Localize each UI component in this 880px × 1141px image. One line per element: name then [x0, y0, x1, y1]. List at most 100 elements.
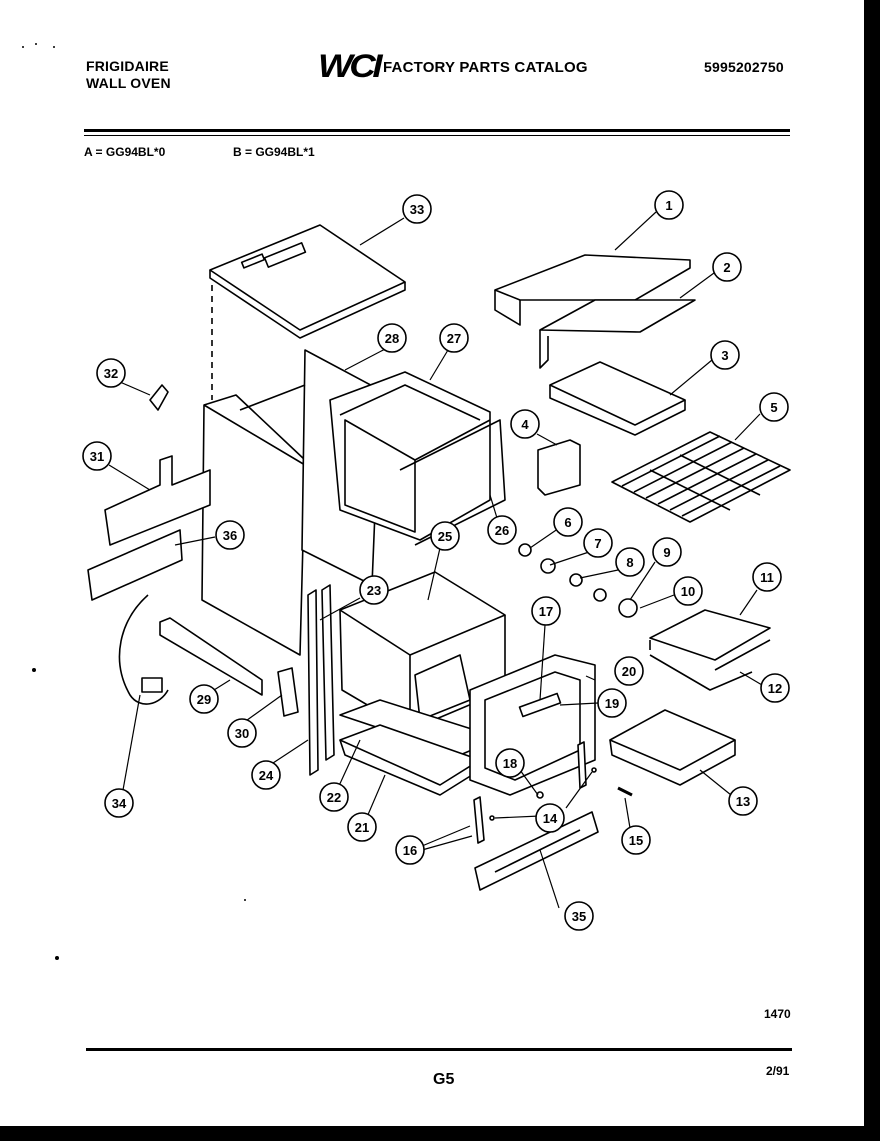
callout-16: 16 — [395, 835, 425, 865]
svg-text:7: 7 — [594, 536, 601, 551]
part-heat-shield — [549, 361, 686, 436]
svg-text:28: 28 — [385, 331, 399, 346]
callout-24: 24 — [251, 760, 281, 790]
scan-specks — [22, 43, 246, 960]
callout-9: 9 — [652, 537, 682, 567]
callout-19: 19 — [597, 688, 627, 718]
svg-text:4: 4 — [521, 417, 529, 432]
svg-text:25: 25 — [438, 529, 452, 544]
part-control-bracket — [87, 529, 183, 601]
svg-text:35: 35 — [572, 909, 586, 924]
svg-text:11: 11 — [760, 570, 774, 585]
revision-date: 2/91 — [766, 1064, 790, 1078]
svg-text:1: 1 — [665, 198, 672, 213]
callout-18: 18 — [495, 748, 525, 778]
drawing-number: 1470 — [764, 1007, 791, 1021]
svg-text:5: 5 — [770, 400, 777, 415]
callout-2: 2 — [712, 252, 742, 282]
product-type: WALL OVEN — [86, 75, 171, 91]
model-b-label: B = GG94BL*1 — [233, 145, 315, 159]
callout-33: 33 — [402, 194, 432, 224]
callout-32: 32 — [96, 358, 126, 388]
svg-text:34: 34 — [112, 796, 127, 811]
part-handle — [518, 692, 562, 718]
part-light-cover — [649, 609, 771, 691]
catalog-title: FACTORY PARTS CATALOG — [383, 59, 588, 76]
svg-text:27: 27 — [447, 331, 461, 346]
part-trim-strips — [307, 584, 335, 776]
brand-block: FRIGIDAIRE WALL OVEN — [86, 58, 171, 92]
svg-text:16: 16 — [403, 843, 417, 858]
part-door-frame — [469, 654, 596, 796]
svg-text:36: 36 — [223, 528, 237, 543]
callout-4: 4 — [510, 409, 540, 439]
svg-text:10: 10 — [681, 584, 695, 599]
callout-36: 36 — [215, 520, 245, 550]
svg-text:33: 33 — [410, 202, 424, 217]
catalog-part-number: 5995202750 — [704, 59, 784, 75]
part-oven-rack — [611, 431, 791, 523]
wci-logo: WCI — [318, 48, 383, 84]
callout-25: 25 — [430, 521, 460, 551]
part-left-side-panel — [201, 394, 306, 656]
brand-name: FRIGIDAIRE — [86, 58, 169, 74]
header-rule — [84, 129, 790, 132]
svg-text:22: 22 — [327, 790, 341, 805]
svg-text:20: 20 — [622, 664, 636, 679]
header-rule-thin — [84, 135, 790, 136]
svg-text:31: 31 — [90, 449, 104, 464]
model-a-label: A = GG94BL*0 — [84, 145, 166, 159]
svg-text:17: 17 — [539, 604, 553, 619]
callout-31: 31 — [82, 441, 112, 471]
callout-7: 7 — [583, 528, 613, 558]
part-hinges — [473, 741, 597, 844]
part-latch — [277, 667, 299, 717]
scan-border-right — [864, 0, 880, 1141]
svg-text:24: 24 — [259, 768, 274, 783]
svg-text:13: 13 — [736, 794, 750, 809]
part-clip — [149, 384, 169, 411]
svg-text:29: 29 — [197, 692, 211, 707]
svg-text:12: 12 — [768, 681, 782, 696]
svg-text:21: 21 — [355, 820, 369, 835]
callout-26: 26 — [487, 515, 517, 545]
callout-14: 14 — [535, 803, 565, 833]
svg-text:14: 14 — [543, 811, 558, 826]
svg-text:2: 2 — [723, 260, 730, 275]
part-vent-cover — [494, 254, 691, 326]
callout-13: 13 — [728, 786, 758, 816]
part-top-panel — [209, 224, 406, 339]
callout-leaders — [108, 211, 763, 909]
callout-15: 15 — [621, 825, 651, 855]
svg-text:6: 6 — [564, 515, 571, 530]
svg-text:15: 15 — [629, 833, 643, 848]
part-bracket — [539, 299, 696, 369]
callout-23: 23 — [359, 575, 389, 605]
part-knobs — [518, 543, 638, 618]
svg-text:9: 9 — [663, 545, 670, 560]
part-block — [537, 439, 581, 496]
svg-text:18: 18 — [503, 756, 517, 771]
callout-30: 30 — [227, 718, 257, 748]
svg-text:30: 30 — [235, 726, 249, 741]
callout-8: 8 — [615, 547, 645, 577]
scan-border-bottom — [0, 1126, 880, 1141]
callout-21: 21 — [347, 812, 377, 842]
svg-text:23: 23 — [367, 583, 381, 598]
callout-28: 28 — [377, 323, 407, 353]
callout-29: 29 — [189, 684, 219, 714]
footer-rule — [86, 1048, 792, 1051]
svg-text:32: 32 — [104, 366, 118, 381]
callout-35: 35 — [564, 901, 594, 931]
callout-10: 10 — [673, 576, 703, 606]
svg-text:26: 26 — [495, 523, 509, 538]
callout-6: 6 — [553, 507, 583, 537]
callout-12: 12 — [760, 673, 790, 703]
callout-27: 27 — [439, 323, 469, 353]
callout-20: 20 — [614, 656, 644, 686]
callout-1: 1 — [654, 190, 684, 220]
part-wire-harness — [118, 594, 169, 705]
callout-34: 34 — [104, 788, 134, 818]
callout-3: 3 — [710, 340, 740, 370]
